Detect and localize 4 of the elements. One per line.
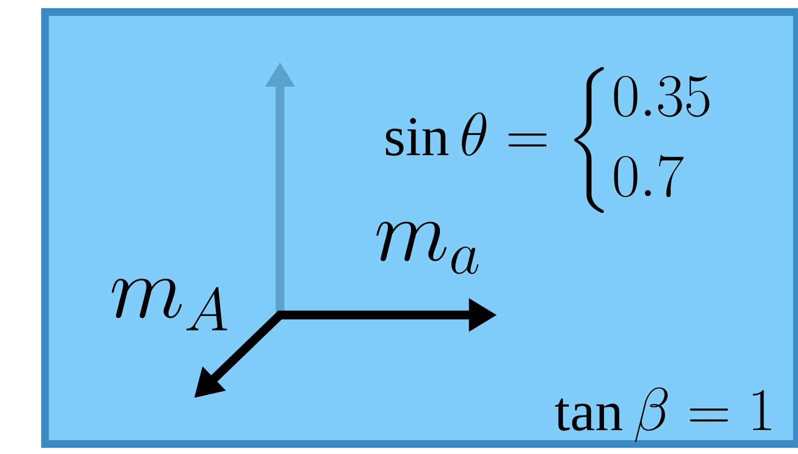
axis-label: $m_A$: [112, 278, 228, 330]
formula: $\tan\beta = 1$: [555, 387, 771, 442]
formula: $\sin\theta = \begin{cases}0.35\\0.7\end{cases}$: [386, 67, 710, 213]
axis-label: $m_a$: [376, 222, 478, 274]
